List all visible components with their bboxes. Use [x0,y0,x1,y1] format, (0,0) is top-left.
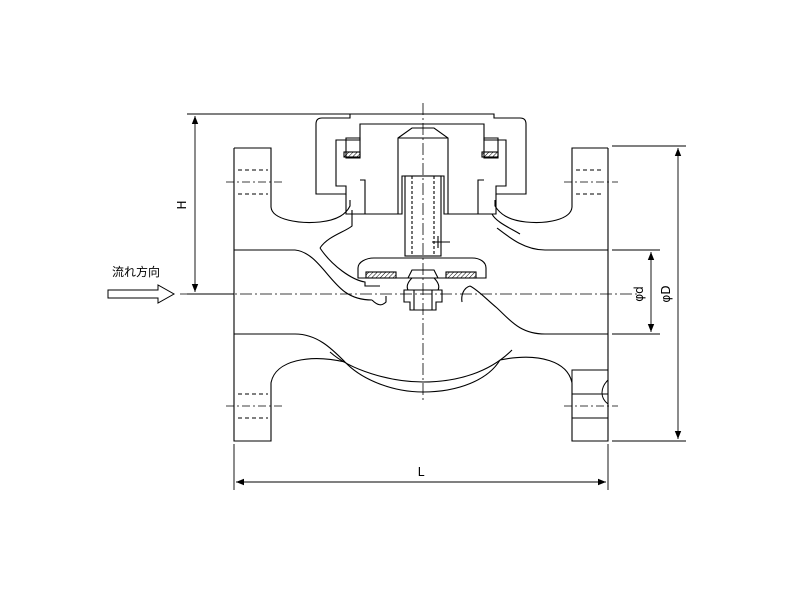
inner-passage-right-lower [469,285,608,335]
bonnet-flange-right [477,179,497,215]
inner-passage-right-upper [496,227,608,251]
left-flange-body [233,148,346,442]
bonnet-inner-left [345,137,361,159]
right-flange [494,147,608,224]
bonnet [315,113,527,215]
dim-h-label: H [175,200,189,209]
dim-bigd-label: φD [659,285,673,302]
bonnet-inner-right [483,137,499,159]
disc-seat-right [445,271,477,279]
disc-assembly [357,127,487,311]
body-bottom [344,359,501,393]
inner-passage-left-upper [234,249,373,301]
seat-wall-right [491,213,521,235]
dimension-lines [187,113,686,490]
seat-wall-left [319,210,353,249]
flow-arrow [107,284,176,304]
disc-nut [403,289,443,311]
disc-seat-left [365,271,397,279]
seat-wall-inner [319,247,380,287]
disc-tip [407,269,439,279]
bolt-section [571,369,609,442]
valve-disc [357,257,487,279]
dim-d-label: φd [632,286,646,302]
valve-body [233,147,609,442]
center-lines [180,103,640,400]
dim-l-label: L [418,465,425,479]
left-flange [234,147,351,224]
gasket-right [481,151,499,158]
gasket-left [343,151,361,158]
flow-direction-label: 流れ方向 [112,265,161,279]
bonnet-outer [315,113,527,195]
seat-lip-right [461,285,471,303]
inner-passage-left-lower [234,333,346,363]
seat-lip-left [371,296,387,306]
inner-bottom-curve [329,349,513,383]
bolt-holes [238,169,609,442]
stem [404,175,442,257]
right-flange-body [499,148,609,442]
bolt-hole-lines [226,181,618,407]
